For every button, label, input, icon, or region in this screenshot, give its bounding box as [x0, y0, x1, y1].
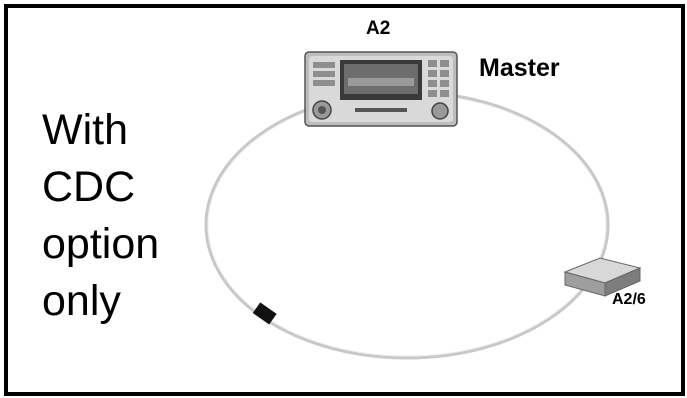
cd-changer-icon [563, 257, 642, 297]
note-line: CDC [42, 163, 136, 211]
note-line: only [42, 277, 121, 325]
head-unit-label: A2 [366, 18, 391, 39]
cdc-option-note: With CDC option only [42, 102, 222, 330]
cd-changer-label: A2/6 [612, 291, 646, 308]
ring-connector-icon [252, 302, 277, 325]
head-unit-icon [304, 51, 458, 127]
master-label: Master [479, 54, 560, 82]
note-line: option [42, 220, 160, 268]
note-line: With [42, 106, 128, 154]
